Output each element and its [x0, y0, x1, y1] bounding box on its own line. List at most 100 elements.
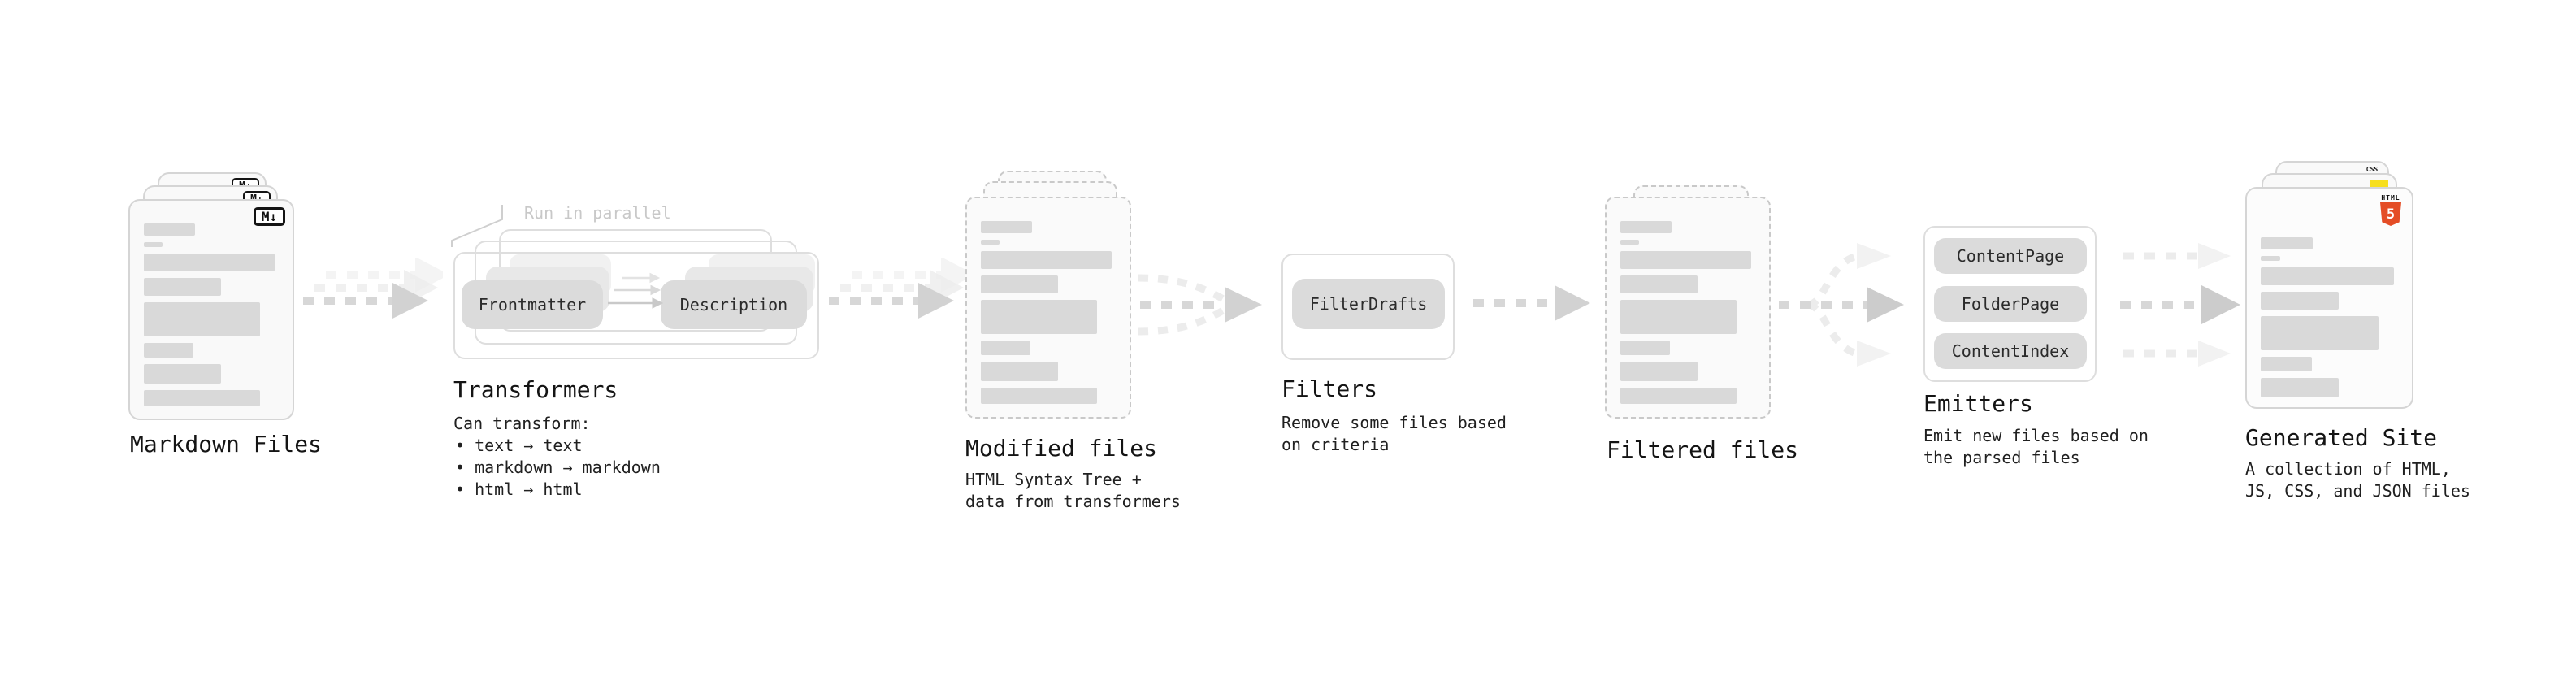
placeholder-bars — [2261, 237, 2398, 404]
filters-caption: Remove some files based on criteria — [1281, 412, 1507, 456]
caption-line: Remove some files based — [1281, 413, 1507, 432]
html5-wordmark: HTML — [2381, 194, 2400, 202]
placeholder-bar — [144, 254, 275, 271]
filter-pill-filterdrafts: FilterDrafts — [1292, 279, 1445, 329]
placeholder-bar — [981, 362, 1058, 381]
placeholder-bar — [981, 275, 1058, 293]
transformer-pill-description: Description — [661, 280, 807, 329]
generated-file-card-front: HTML 5 — [2245, 187, 2413, 409]
emitter-pill-contentindex: ContentIndex — [1934, 333, 2087, 369]
faint-dashed-arrow-icon — [2123, 243, 2231, 269]
merge-branch-line — [1138, 274, 1227, 303]
placeholder-bar — [1620, 240, 1640, 245]
stage-label-transformers: Transformers — [453, 376, 618, 403]
parallel-arrows-icon — [608, 272, 664, 309]
flow-arrow-markdown-to-transformers — [303, 258, 443, 319]
placeholder-bar — [2261, 267, 2394, 285]
placeholder-bar — [2261, 357, 2312, 371]
js-icon — [2370, 180, 2388, 188]
run-in-parallel-label: Run in parallel — [524, 203, 671, 223]
placeholder-bar — [2261, 378, 2340, 397]
caption-line: HTML Syntax Tree + — [965, 470, 1142, 489]
arrowhead-icon — [1857, 243, 1891, 269]
bullet-item: • markdown → markdown — [455, 458, 661, 477]
markdown-file-card-front: M↓ — [128, 199, 294, 420]
placeholder-bar — [2261, 237, 2314, 249]
placeholder-bar — [981, 388, 1097, 404]
placeholder-bars — [981, 221, 1116, 410]
flow-arrow-filtered-to-emitters — [1779, 243, 1904, 367]
caption-line: A collection of HTML, — [2245, 459, 2451, 479]
placeholder-bar — [1620, 300, 1737, 334]
placeholder-bar — [2261, 256, 2280, 261]
dashed-arrow-icon — [303, 283, 428, 319]
modified-file-card-front — [965, 197, 1131, 419]
arrowhead-icon — [1867, 287, 1904, 323]
flow-arrow-filters-to-filtered — [1473, 285, 1590, 321]
placeholder-bar — [2261, 316, 2379, 350]
arrowhead-icon — [1555, 285, 1590, 321]
generated-caption: A collection of HTML, JS, CSS, and JSON … — [2245, 458, 2470, 502]
emitter-pill-contentpage: ContentPage — [1934, 238, 2087, 274]
placeholder-bar — [1620, 251, 1752, 269]
html5-icon: HTML 5 — [2379, 194, 2402, 226]
stage-label-filtered-files: Filtered files — [1607, 436, 1799, 463]
fanout-branch-line — [1806, 252, 1858, 309]
stage-label-modified-files: Modified files — [965, 435, 1158, 462]
flow-arrow-transformers-to-modified — [829, 258, 969, 319]
arrowhead-icon — [1857, 340, 1891, 367]
faint-dashed-arrow-icon — [2123, 340, 2231, 367]
transformer-pill-frontmatter: Frontmatter — [462, 280, 603, 329]
placeholder-bar — [144, 223, 196, 236]
filtered-file-card-front — [1605, 197, 1771, 419]
placeholder-bar — [1620, 221, 1672, 233]
caption-line: the parsed files — [1923, 448, 2080, 467]
bullet-item: • html → html — [455, 479, 583, 499]
placeholder-bar — [2261, 292, 2340, 310]
stage-label-emitters: Emitters — [1923, 390, 2033, 417]
dashed-arrow-icon — [2120, 285, 2240, 324]
emitters-caption: Emit new files based on the parsed files — [1923, 425, 2149, 469]
placeholder-bar — [144, 278, 221, 296]
dashed-arrow-icon — [829, 283, 954, 319]
css-badge-label: CSS — [2366, 166, 2379, 173]
placeholder-bar — [981, 251, 1112, 269]
arrowhead-icon — [1225, 287, 1262, 323]
caption-line: data from transformers — [965, 492, 1181, 511]
placeholder-bar — [1620, 275, 1698, 293]
placeholder-bar — [1620, 388, 1737, 404]
bullet-item: • text → text — [455, 436, 583, 455]
placeholder-bar — [981, 300, 1097, 334]
placeholder-bars — [1620, 221, 1755, 410]
caption-line: on criteria — [1281, 435, 1390, 454]
modified-caption: HTML Syntax Tree + data from transformer… — [965, 469, 1181, 513]
fanout-branch-line — [1806, 301, 1858, 358]
merge-branch-line — [1138, 306, 1227, 336]
placeholder-bar — [981, 340, 1031, 355]
caption-line: Can transform: — [453, 414, 591, 433]
stage-label-generated-site: Generated Site — [2245, 424, 2438, 451]
emitter-pill-folderpage: FolderPage — [1934, 286, 2087, 322]
annotation-pointer-line — [451, 205, 503, 247]
placeholder-bar — [981, 221, 1033, 233]
placeholder-bar — [144, 343, 194, 358]
placeholder-bar — [1620, 362, 1698, 381]
html5-number: 5 — [2386, 206, 2396, 223]
placeholder-bar — [144, 302, 260, 336]
caption-line: JS, CSS, and JSON files — [2245, 481, 2470, 501]
stage-label-filters: Filters — [1281, 375, 1378, 402]
placeholder-bar — [144, 364, 221, 384]
stage-label-markdown-files: Markdown Files — [130, 431, 323, 458]
flow-arrow-modified-to-filters — [1138, 274, 1262, 336]
placeholder-bar — [144, 242, 163, 247]
caption-line: Emit new files based on — [1923, 426, 2149, 445]
markdown-icon: M↓ — [254, 207, 285, 226]
html5-shield: 5 — [2380, 202, 2401, 226]
placeholder-bar — [981, 240, 1000, 245]
flow-arrow-emitters-to-generated — [2120, 243, 2240, 367]
transformer-container-front — [453, 252, 819, 359]
placeholder-bars — [144, 223, 279, 413]
transformers-caption: Can transform: • text → text • markdown … — [453, 413, 661, 501]
placeholder-bar — [144, 390, 260, 406]
